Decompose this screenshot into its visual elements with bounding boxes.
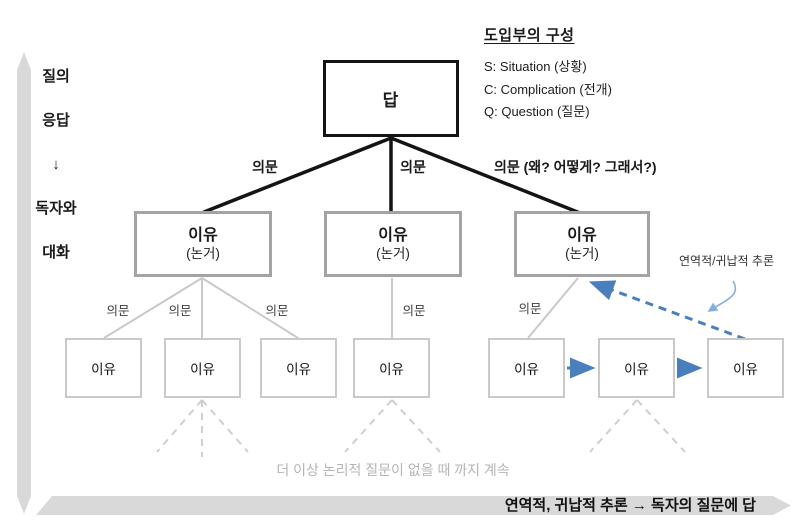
horizontal-axis-bar (36, 496, 791, 515)
answer-label: 답 (382, 91, 400, 110)
leaf-label: 이유 (286, 362, 311, 377)
intro-structure-legend: 도입부의 구성 S: Situation (상황) C: Complicatio… (484, 24, 724, 124)
question-label-small-3: 의문 (265, 304, 289, 318)
down-arrow-glyph: ↓ (52, 156, 60, 173)
inference-arrows (567, 280, 746, 379)
continuation-dashed-lines (156, 399, 686, 457)
leaf-label: 이유 (514, 362, 539, 377)
reason-title: 이유 (567, 226, 597, 244)
reason-box-1: 이유 (논거) (134, 211, 272, 277)
caption-line-1: 질의 (42, 68, 70, 85)
caption-line-5: 대화 (42, 244, 70, 261)
leaf-reason-box-1: 이유 (65, 338, 142, 398)
caption-line-2: 응답 (42, 112, 70, 129)
leaf-reason-box-2: 이유 (164, 338, 241, 398)
leaf-label: 이유 (733, 362, 758, 377)
question-label-small-4: 의문 (402, 304, 426, 318)
reason-title: 이유 (188, 226, 218, 244)
callout-swoosh-arrow (707, 280, 736, 312)
reason-subtitle: (논거) (565, 245, 599, 261)
reason-subtitle: (논거) (186, 245, 220, 261)
reason-box-3: 이유 (논거) (514, 211, 650, 277)
question-label-small-1: 의문 (106, 304, 130, 318)
legend-title: 도입부의 구성 (484, 27, 575, 44)
inference-note: 연역적/귀납적 추론 (679, 254, 774, 268)
question-label-extended: 의문 (왜? 어떻게? 그래서?) (494, 159, 657, 175)
answer-to-reason-lines (202, 136, 582, 215)
leaf-reason-box-7: 이유 (707, 338, 784, 398)
leaf-reason-box-6: 이유 (598, 338, 675, 398)
leaf-reason-box-4: 이유 (353, 338, 430, 398)
leaf-label: 이유 (190, 362, 215, 377)
answer-box: 답 (323, 60, 459, 137)
bottom-bar-label: 연역적, 귀납적 추론 → 독자의 질문에 답 (504, 497, 756, 514)
leaf-reason-box-5: 이유 (488, 338, 565, 398)
caption-line-4: 독자와 (35, 200, 77, 217)
question-label-middle: 의문 (400, 159, 426, 175)
leaf-reason-box-3: 이유 (260, 338, 337, 398)
question-label-left: 의문 (252, 159, 278, 175)
induction-diagonal-arrow (588, 280, 746, 341)
legend-item-question: Q: Question (질문) (484, 104, 590, 119)
leaf-label: 이유 (624, 362, 649, 377)
continue-until-note: 더 이상 논리적 질문이 없을 때 까지 계속 (276, 462, 510, 478)
leaf-label: 이유 (379, 362, 404, 377)
legend-item-situation: S: Situation (상황) (484, 59, 587, 74)
reason-to-leaf-lines (103, 277, 579, 339)
reason-box-2: 이유 (논거) (324, 211, 462, 277)
leaf-label: 이유 (91, 362, 116, 377)
question-label-small-5: 의문 (518, 302, 542, 316)
legend-item-complication: C: Complication (전개) (484, 81, 612, 97)
vertical-axis-bar (17, 52, 31, 514)
question-label-small-2: 의문 (168, 304, 192, 318)
reason-title: 이유 (378, 226, 408, 244)
qa-dialogue-caption: 질의 응답 ↓ 독자와 대화 (20, 66, 92, 264)
reason-subtitle: (논거) (376, 245, 410, 261)
